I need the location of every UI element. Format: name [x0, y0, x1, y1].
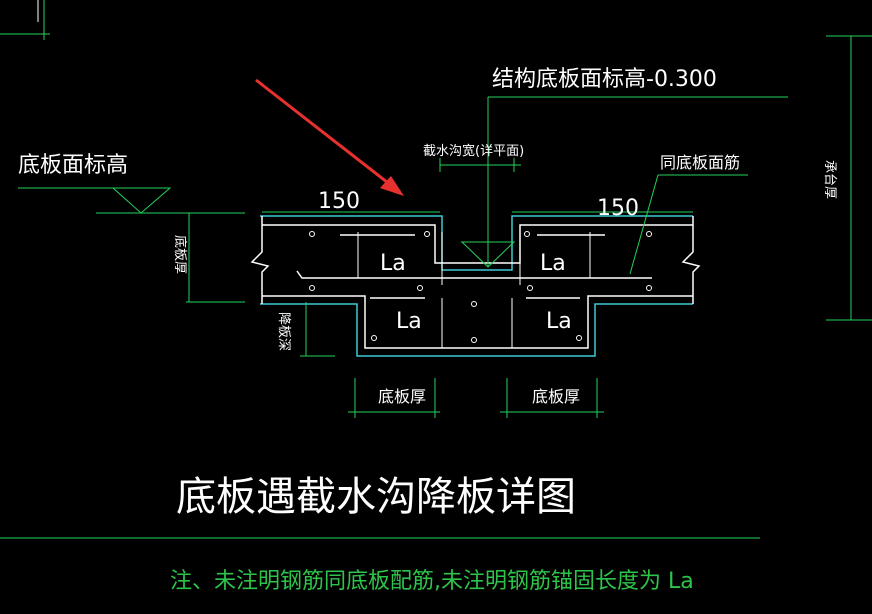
la-top-right: La — [540, 251, 566, 276]
dim-150-left: 150 — [318, 189, 360, 214]
la-top-left: La — [380, 251, 406, 276]
same-top-bar-label: 同底板面筋 — [660, 153, 740, 172]
drawing-title: 底板遇截水沟降板详图 — [176, 474, 576, 520]
slab-thickness-left-label: 底板厚 — [172, 235, 188, 274]
la-bottom-right: La — [546, 309, 572, 334]
la-bottom-left: La — [396, 309, 422, 334]
drop-depth-label: 降板深 — [276, 312, 291, 351]
dim-150-right: 150 — [597, 196, 639, 221]
dimension-lines — [0, 35, 872, 539]
pile-cap-thickness-label: 承台厚 — [822, 160, 837, 199]
slab-thickness-bottom-right-label: 底板厚 — [532, 387, 580, 406]
corner-lines — [0, 0, 50, 40]
drawing-note: 注、未注明钢筋同底板配筋,未注明钢筋锚固长度为 La — [170, 569, 694, 594]
slab-thickness-bottom-left-label: 底板厚 — [378, 387, 426, 406]
red-arrow — [255, 78, 404, 196]
trench-width-label: 截水沟宽(详平面) — [423, 143, 524, 159]
rebar-dots — [309, 231, 652, 343]
rebar-lines — [250, 216, 701, 349]
structural-elevation-label: 结构底板面标高-0.300 — [492, 67, 717, 92]
anchorage-bars — [357, 232, 591, 348]
slab-outline — [260, 215, 693, 357]
slab-top-elevation-label: 底板面标高 — [18, 153, 128, 178]
